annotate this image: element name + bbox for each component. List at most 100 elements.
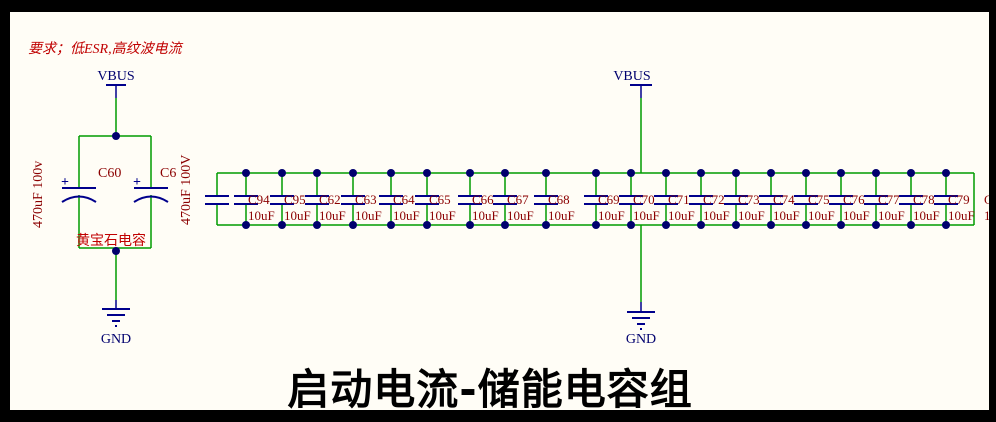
bank-cap-ref: C72 xyxy=(703,192,725,207)
bulk-capacitor-2: + xyxy=(133,175,169,203)
bulk-vbus-label: VBUS xyxy=(97,69,134,84)
junction-dot xyxy=(423,169,431,177)
junction-dot xyxy=(662,221,670,229)
ceramic-capacitor-bank: VBUS GND C9410uFC9510uFC6210uFC6310uFC64… xyxy=(205,69,989,347)
bank-cap-value: 10uF xyxy=(808,208,835,223)
junction-dot xyxy=(542,221,550,229)
junction-dot xyxy=(907,169,915,177)
bank-cap-value: 10uF xyxy=(284,208,311,223)
junction-dot xyxy=(942,169,950,177)
bank-cap-ref: C94 xyxy=(248,192,270,207)
junction-dot xyxy=(349,221,357,229)
requirement-note: 要求；低ESR,高纹波电流 xyxy=(28,41,184,57)
bulk-cap-2-value: 470uF 100V xyxy=(179,155,194,225)
junction-dot xyxy=(423,221,431,229)
bank-cap-value: 10uF xyxy=(393,208,420,223)
bank-capacitor-list: C9410uFC9510uFC6210uFC6310uFC6410uFC6510… xyxy=(234,169,989,229)
bank-cap-ref: C75 xyxy=(808,192,830,207)
bulk-cap-2-ref: C6 xyxy=(160,166,176,181)
bank-cap-value: 10uF xyxy=(633,208,660,223)
bank-cap-value: 10uF xyxy=(472,208,499,223)
bank-cap-ref: C68 xyxy=(548,192,570,207)
junction-dot xyxy=(242,169,250,177)
junction-dot xyxy=(278,221,286,229)
junction-dot xyxy=(466,221,474,229)
bank-cap-ref: C76 xyxy=(843,192,865,207)
junction-dot xyxy=(313,221,321,229)
bulk-cap-1-value: 470uF 100v xyxy=(31,161,46,228)
junction-dot xyxy=(278,169,286,177)
bank-cap-value: 10uF xyxy=(598,208,625,223)
bank-cap-ref: C69 xyxy=(598,192,620,207)
junction-dot xyxy=(767,221,775,229)
bank-cap-value: 10uF xyxy=(703,208,730,223)
bank-cap-value: 10uF xyxy=(355,208,382,223)
bank-cap-value: 10u xyxy=(984,208,989,223)
bank-cap-value: 10uF xyxy=(248,208,275,223)
bulk-gnd-label: GND xyxy=(101,332,131,347)
ground-icon xyxy=(627,311,655,330)
bank-cap-ref: C71 xyxy=(668,192,690,207)
junction-dot xyxy=(872,169,880,177)
bank-cap-ref: C63 xyxy=(355,192,377,207)
bank-cap-value: 10uF xyxy=(738,208,765,223)
junction-dot xyxy=(767,169,775,177)
bank-cap-value: 10uF xyxy=(548,208,575,223)
bank-cap-value: 10uF xyxy=(948,208,975,223)
junction-dot xyxy=(837,169,845,177)
polarity-plus-icon: + xyxy=(133,175,141,190)
bank-capacitor: C10u xyxy=(984,192,989,223)
schematic-sheet: 要求；低ESR,高纹波电流 VBUS + xyxy=(10,12,989,410)
bank-cap-ref: C79 xyxy=(948,192,970,207)
bank-cap-ref: C77 xyxy=(878,192,900,207)
ground-icon xyxy=(102,308,130,327)
bank-cap-ref: C67 xyxy=(507,192,529,207)
polarity-plus-icon: + xyxy=(61,175,69,190)
junction-dot xyxy=(872,221,880,229)
bank-gnd-label: GND xyxy=(626,332,656,347)
bank-cap-value: 10uF xyxy=(913,208,940,223)
bulk-capacitor-1: + xyxy=(61,175,97,203)
junction-dot xyxy=(242,221,250,229)
junction-dot xyxy=(697,221,705,229)
junction-dot xyxy=(501,221,509,229)
bank-cap-value: 10uF xyxy=(507,208,534,223)
bank-cap-ref: C xyxy=(984,192,989,207)
junction-dot xyxy=(627,221,635,229)
junction-dot xyxy=(387,221,395,229)
bank-cap-ref: C66 xyxy=(472,192,494,207)
junction-dot xyxy=(349,169,357,177)
bank-cap-ref: C62 xyxy=(319,192,341,207)
junction-dot xyxy=(942,221,950,229)
bulk-cap-1-ref: C60 xyxy=(98,166,121,181)
junction-dot xyxy=(837,221,845,229)
junction-dot xyxy=(592,169,600,177)
schematic-canvas: 要求；低ESR,高纹波电流 VBUS + xyxy=(28,41,989,347)
junction-dot xyxy=(732,169,740,177)
junction-dot xyxy=(802,221,810,229)
bank-cap-ref: C64 xyxy=(393,192,415,207)
junction-dot xyxy=(466,169,474,177)
bank-cap-ref: C73 xyxy=(738,192,760,207)
junction-dot xyxy=(313,169,321,177)
bank-cap-ref: C70 xyxy=(633,192,655,207)
junction-dot xyxy=(802,169,810,177)
bank-cap-value: 10uF xyxy=(773,208,800,223)
junction-dot xyxy=(697,169,705,177)
bank-cap-ref: C78 xyxy=(913,192,935,207)
